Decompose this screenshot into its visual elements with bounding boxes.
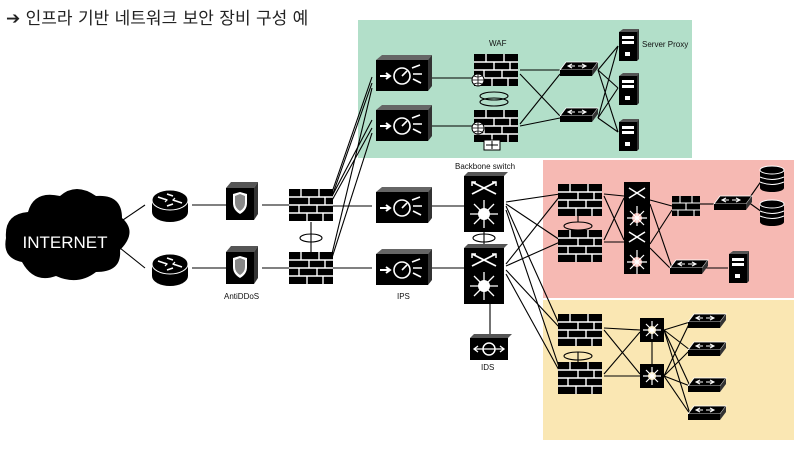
shield-icon [226, 182, 258, 220]
ips-device-icon [375, 248, 433, 286]
database-icon [759, 165, 785, 193]
router-icon [151, 189, 189, 223]
switch-icon [559, 107, 599, 123]
firewall-icon [672, 196, 700, 216]
switch-icon [687, 341, 727, 357]
switch-icon [687, 377, 727, 393]
switch-icon [669, 259, 709, 275]
globe-icon [471, 73, 485, 87]
antiddos-label: AntiDDoS [224, 292, 260, 301]
ids-device-icon [470, 334, 512, 360]
server-icon [619, 73, 639, 105]
switch-icon [713, 195, 753, 211]
server-icon [619, 29, 639, 61]
switch-icon [623, 225, 651, 275]
switch-icon [687, 405, 727, 421]
switch-icon [623, 181, 651, 231]
firewall-icon [288, 251, 334, 285]
firewall-icon [557, 361, 603, 395]
ips-device-icon [375, 54, 433, 92]
firewall-icon [288, 188, 334, 222]
backbone-switch-label: Backbone switch [455, 162, 516, 171]
database-icon [759, 199, 785, 227]
switch-icon [559, 61, 599, 77]
ips-device-icon [375, 104, 433, 142]
switch-icon [687, 313, 727, 329]
page-title: ➔ 인프라 기반 네트워크 보안 장비 구성 예 [6, 9, 309, 29]
server-proxy-label: Server Proxy [642, 40, 689, 49]
switch-icon [639, 363, 665, 389]
backbone-switch-icon [463, 243, 509, 305]
ips-device-icon [375, 186, 433, 224]
firewall-icon [557, 229, 603, 263]
firewall-icon [557, 313, 603, 347]
switch-icon [639, 317, 665, 343]
internet-cloud: INTERNET [5, 189, 130, 281]
router-icon [151, 253, 189, 287]
globe-icon [471, 121, 485, 135]
waf-label: WAF [489, 39, 507, 48]
firewall-icon [557, 183, 603, 217]
shield-icon [226, 246, 258, 284]
server-icon [729, 251, 749, 283]
ids-label: IDS [481, 363, 495, 372]
server-icon [619, 119, 639, 151]
internet-label: INTERNET [23, 233, 108, 252]
ips-label: IPS [397, 292, 410, 301]
backbone-switch-icon [463, 171, 509, 233]
